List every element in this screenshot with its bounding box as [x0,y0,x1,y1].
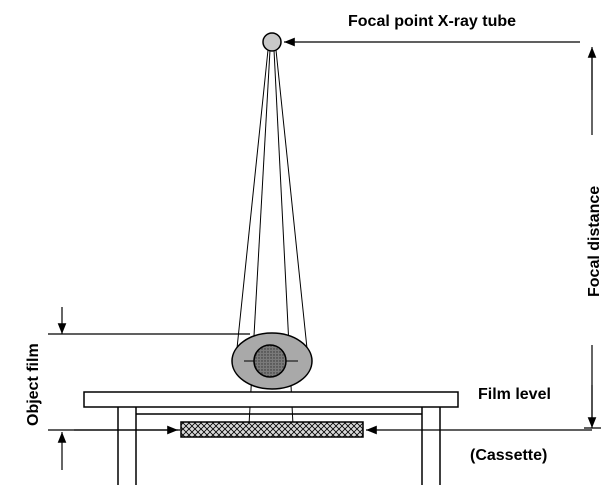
cassette-label: (Cassette) [470,447,547,464]
cassette [180,421,364,438]
focal-distance-dimension [584,47,601,429]
object-phantom [231,332,313,390]
film-level-board [83,391,459,408]
table-housing [117,407,441,485]
focal-point-icon [262,32,282,52]
focal-distance-label: Focal distance [586,186,601,297]
focal-point-label: Focal point X-ray tube [348,13,516,30]
object-film-label: Object film [25,343,42,426]
object-film-dimension [48,307,250,470]
film-level-label: Film level [478,386,551,403]
